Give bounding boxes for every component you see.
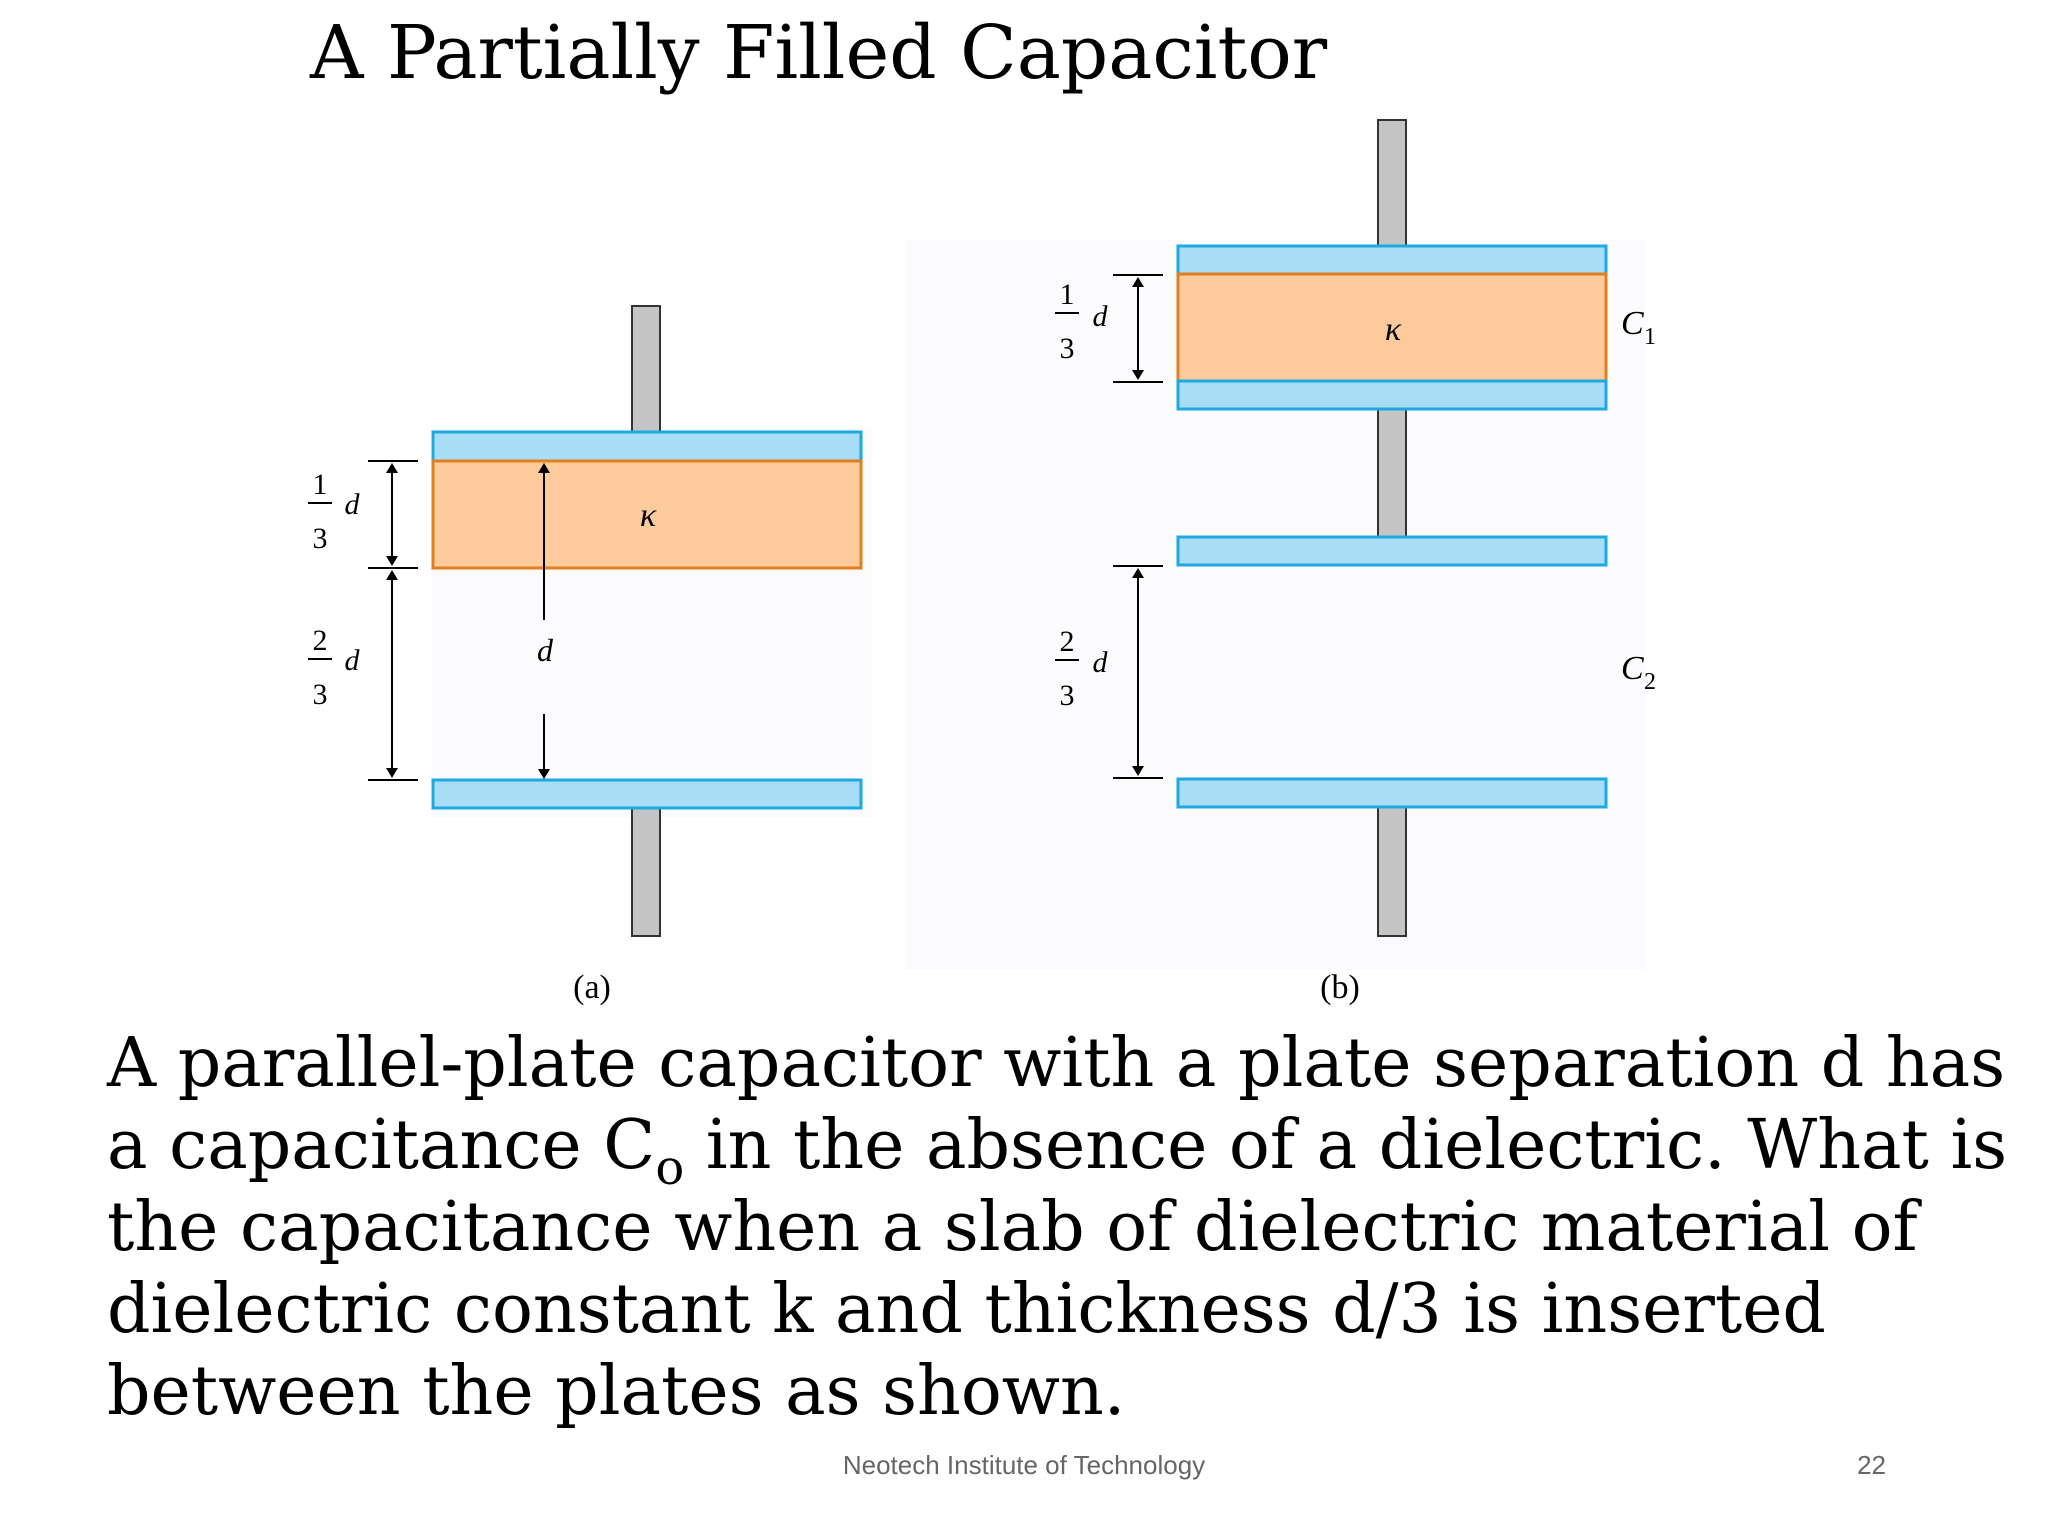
svg-text:1: 1 bbox=[1060, 278, 1075, 311]
svg-text:1: 1 bbox=[1644, 324, 1656, 350]
problem-statement: A parallel-plate capacitor with a plate … bbox=[107, 1023, 2007, 1433]
slide-title: A Partially Filled Capacitor bbox=[310, 10, 1328, 96]
page-number: 22 bbox=[1857, 1450, 1886, 1480]
panel-b: 1 3 d 2 3 d κ C 1 C 2 (b) bbox=[905, 119, 1656, 1006]
footer-institute: Neotech Institute of Technology bbox=[842, 1450, 1206, 1480]
panel-a-top-plate bbox=[431, 430, 863, 463]
problem-line-2: a capacitance Co in the absence of a die… bbox=[107, 1106, 2008, 1196]
svg-text:3: 3 bbox=[1060, 679, 1075, 712]
panel-b-one-third-d-label: 1 3 d bbox=[1055, 278, 1109, 365]
panel-b-c1-bottom-plate bbox=[1176, 379, 1608, 411]
panel-b-bottom-lead bbox=[1377, 803, 1407, 937]
panel-a-separation-label: d bbox=[537, 632, 554, 668]
panel-a-one-third-d-label: 1 3 d bbox=[308, 468, 361, 555]
panel-a-bottom-lead bbox=[631, 807, 661, 937]
svg-text:1: 1 bbox=[313, 468, 328, 501]
svg-text:d: d bbox=[345, 488, 361, 521]
capacitor-figure: d 1 3 d 2 3 d κ (a) bbox=[308, 119, 1656, 1006]
panel-b-two-thirds-d-label: 2 3 d bbox=[1055, 625, 1109, 712]
problem-line-1: A parallel-plate capacitor with a plate … bbox=[107, 1024, 2006, 1103]
panel-a-dielectric-slab bbox=[431, 459, 863, 570]
svg-text:C: C bbox=[1621, 650, 1644, 687]
problem-line-3: the capacitance when a slab of dielectri… bbox=[107, 1188, 1918, 1267]
svg-text:C: C bbox=[1621, 305, 1644, 342]
svg-text:2: 2 bbox=[313, 624, 328, 657]
svg-text:3: 3 bbox=[313, 522, 328, 555]
panel-b-c2-top-plate bbox=[1176, 535, 1608, 567]
panel-b-c2-label: C 2 bbox=[1621, 650, 1656, 695]
svg-text:3: 3 bbox=[1060, 332, 1075, 365]
panel-a-two-thirds-d-label: 2 3 d bbox=[308, 624, 361, 711]
svg-text:3: 3 bbox=[313, 678, 328, 711]
panel-b-c1-top-plate bbox=[1176, 244, 1608, 276]
panel-a-kappa-label: κ bbox=[640, 497, 657, 534]
panel-a: d 1 3 d 2 3 d κ (a) bbox=[308, 305, 872, 1006]
svg-text:d: d bbox=[345, 644, 361, 677]
panel-b-top-lead bbox=[1377, 119, 1407, 251]
panel-a-top-lead bbox=[631, 305, 661, 433]
panel-a-bottom-plate bbox=[431, 778, 863, 810]
panel-b-kappa-label: κ bbox=[1385, 311, 1402, 348]
panel-a-caption: (a) bbox=[573, 969, 611, 1006]
panel-b-c2-bottom-plate bbox=[1176, 777, 1608, 809]
problem-line-4: dielectric constant k and thickness d/3 … bbox=[107, 1270, 1826, 1349]
capacitance-subscript: o bbox=[655, 1140, 685, 1196]
svg-text:d: d bbox=[1093, 300, 1109, 333]
svg-text:d: d bbox=[1093, 646, 1109, 679]
svg-text:2: 2 bbox=[1060, 625, 1075, 658]
panel-b-c1-label: C 1 bbox=[1621, 305, 1656, 350]
problem-line-5: between the plates as shown. bbox=[107, 1352, 1126, 1431]
svg-text:2: 2 bbox=[1644, 669, 1656, 695]
panel-b-caption: (b) bbox=[1320, 969, 1360, 1006]
panel-b-middle-lead bbox=[1377, 407, 1407, 539]
panel-b-dielectric-slab bbox=[1176, 272, 1608, 383]
